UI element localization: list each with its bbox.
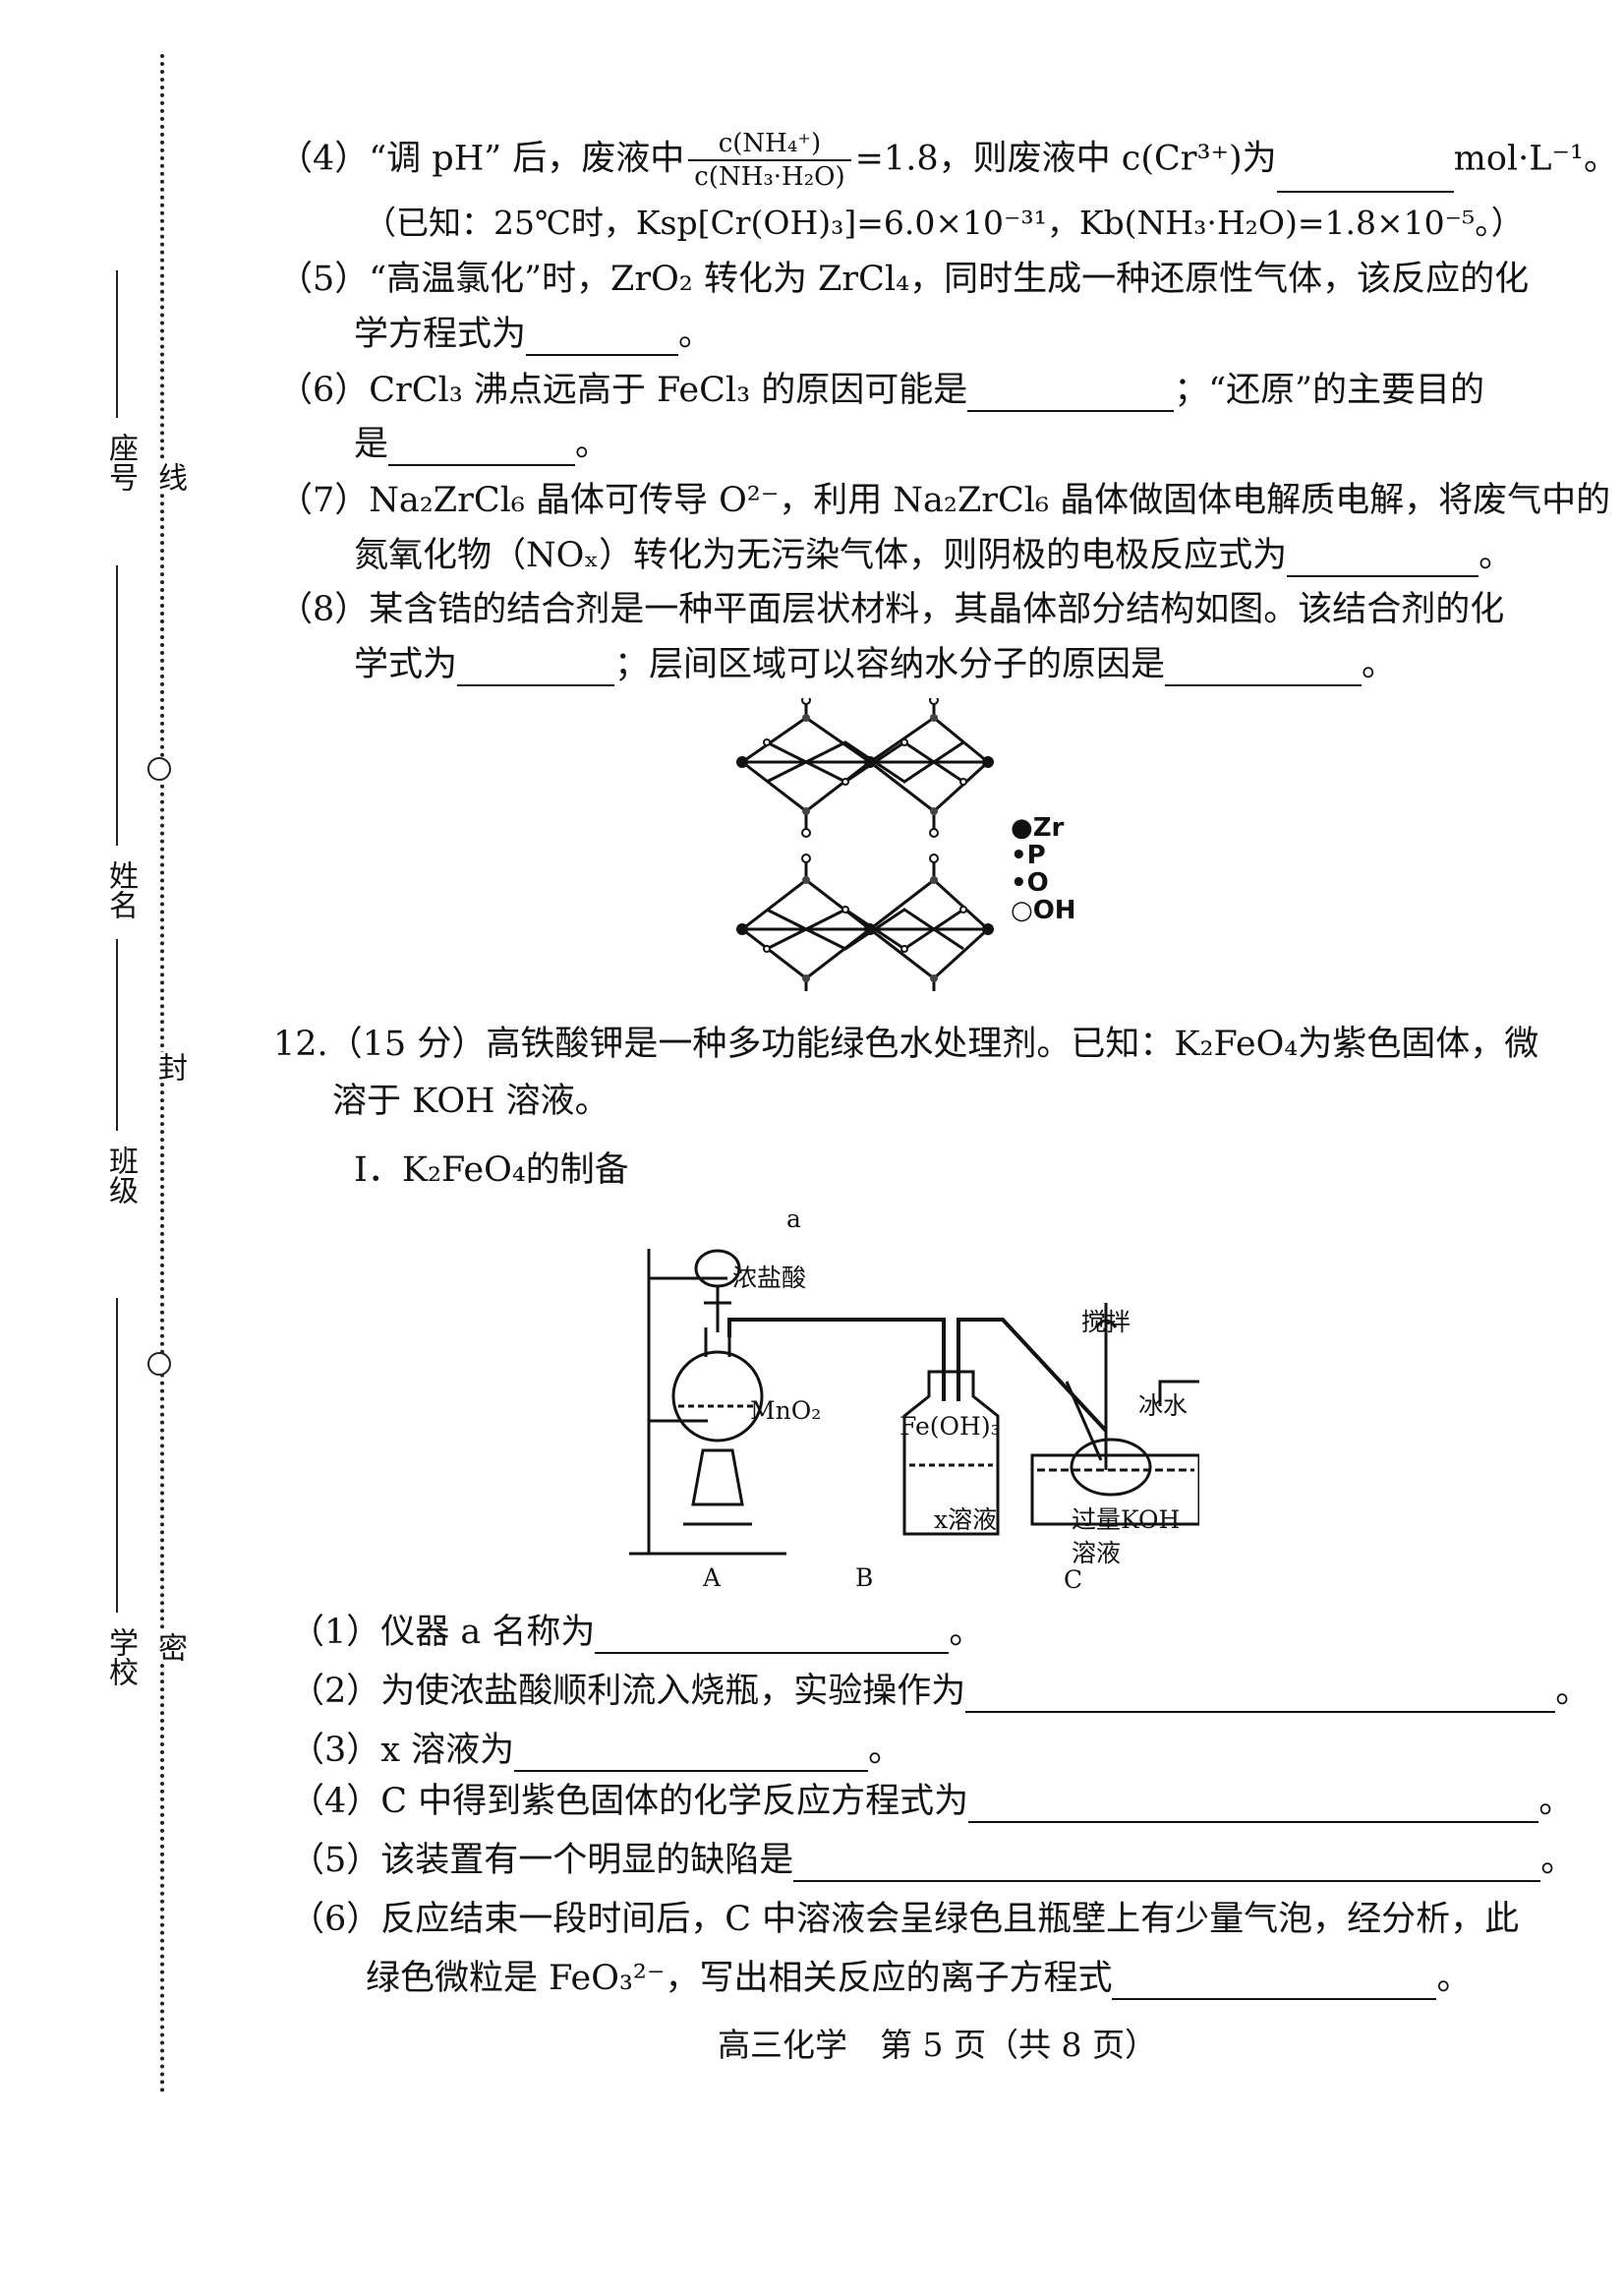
structure-legend: ●Zr •P •O ○OH xyxy=(1011,814,1076,924)
label-koh-1: 过量KOH xyxy=(1072,1505,1181,1534)
q11-part5-line1: （5）“高温氯化”时，ZrO₂ 转化为 ZrCl₄，同时生成一种还原性气体，该反… xyxy=(278,260,1530,299)
seat-label: 座号 xyxy=(103,433,138,492)
q11-part4-known: （已知：25℃时，Ksp[Cr(OH)₃]=6.0×10⁻³¹，Kb(NH₃·H… xyxy=(364,204,1524,242)
q11-part5-line2: 学方程式为。 xyxy=(354,315,714,356)
q11-part7-line2: 氮氧化物（NOₓ）转化为无污染气体，则阴极的电极反应式为。 xyxy=(354,536,1514,577)
label-stir: 搅拌 xyxy=(1081,1308,1131,1336)
q12-title-line1: 12.（15 分）高铁酸钾是一种多功能绿色水处理剂。已知：K₂FeO₄为紫色固体… xyxy=(273,1025,1539,1064)
q12-sub2: （2）为使浓盐酸顺利流入烧瓶，实验操作为。 xyxy=(290,1672,1591,1713)
answer-blank-q12-1[interactable] xyxy=(595,1617,950,1654)
label-apparatus-C: C xyxy=(1064,1565,1083,1594)
page-footer: 高三化学 第 5 页（共 8 页） xyxy=(718,2026,1157,2064)
seat-field[interactable] xyxy=(116,270,118,418)
class-label: 班级 xyxy=(103,1146,138,1205)
label-ice-water: 冰水 xyxy=(1138,1391,1189,1420)
answer-blank-q11-6a[interactable] xyxy=(967,375,1175,412)
seal-word-seal: 封 xyxy=(147,1052,191,1082)
school-field[interactable] xyxy=(116,1298,118,1613)
q11-part6-line1: （6）CrCl₃ 沸点远高于 FeCl₃ 的原因可能是；“还原”的主要目的 xyxy=(278,371,1485,412)
name-label: 姓名 xyxy=(103,860,138,919)
q11-part7-line1: （7）Na₂ZrCl₆ 晶体可传导 O²⁻，利用 Na₂ZrCl₆ 晶体做固体电… xyxy=(278,481,1611,520)
answer-blank-q12-4[interactable] xyxy=(968,1786,1539,1823)
class-field[interactable] xyxy=(116,939,118,1131)
q11-part6-line2: 是。 xyxy=(354,425,610,466)
k2feo4-apparatus-figure xyxy=(629,1249,1199,1556)
school-label: 学校 xyxy=(103,1627,138,1686)
label-apparatus-A: A xyxy=(703,1563,722,1592)
legend-p: •P xyxy=(1011,841,1046,870)
answer-blank-q12-3[interactable] xyxy=(514,1735,869,1772)
seal-word-line: 线 xyxy=(147,462,191,492)
q12-sub6-line2: 绿色微粒是 FeO₃²⁻，写出相关反应的离子方程式。 xyxy=(366,1959,1472,2000)
name-field[interactable] xyxy=(116,565,118,846)
q12-section-1-heading: Ⅰ．K₂FeO₄的制备 xyxy=(354,1150,629,1190)
q11-part8-line2: 学式为；层间区域可以容纳水分子的原因是。 xyxy=(354,645,1397,686)
answer-blank-q11-8a[interactable] xyxy=(457,649,615,686)
answer-blank-q11-4[interactable] xyxy=(1276,155,1454,193)
seal-circle-2 xyxy=(147,1352,171,1376)
answer-blank-q12-5[interactable] xyxy=(793,1845,1541,1882)
label-apparatus-B: B xyxy=(855,1563,874,1592)
answer-blank-q11-5[interactable] xyxy=(526,319,679,356)
q12-sub1: （1）仪器 a 名称为。 xyxy=(290,1613,984,1654)
concentration-fraction: c(NH₄⁺)c(NH₃·H₂O) xyxy=(688,128,851,193)
label-a: a xyxy=(786,1205,801,1233)
answer-blank-q11-6b[interactable] xyxy=(388,429,576,466)
label-koh-2: 溶液 xyxy=(1072,1539,1122,1567)
legend-oh: ○OH xyxy=(1011,896,1076,925)
q11-part8-line1: （8）某含锆的结合剂是一种平面层状材料，其晶体部分结构如图。该结合剂的化 xyxy=(278,590,1505,629)
answer-blank-q12-6[interactable] xyxy=(1112,1963,1437,2000)
legend-zr: ●Zr xyxy=(1011,813,1065,843)
q12-sub5: （5）该装置有一个明显的缺陷是。 xyxy=(290,1841,1576,1882)
seal-circle-1 xyxy=(147,757,171,781)
q12-sub6-line1: （6）反应结束一段时间后，C 中溶液会呈绿色且瓶壁上有少量气泡，经分析，此 xyxy=(290,1900,1520,1939)
answer-blank-q12-2[interactable] xyxy=(965,1676,1556,1713)
label-mno2: MnO₂ xyxy=(750,1396,822,1425)
label-feoh3: Fe(OH)₃ xyxy=(899,1412,1001,1441)
q12-sub4: （4）C 中得到紫色固体的化学反应方程式为。 xyxy=(290,1782,1574,1823)
q12-title-line2: 溶于 KOH 溶液。 xyxy=(332,1082,609,1121)
label-conc-hcl: 浓盐酸 xyxy=(732,1264,807,1292)
layered-crystal-structure-figure xyxy=(736,698,994,991)
seal-word-secret: 密 xyxy=(147,1632,191,1662)
label-x-solution: x溶液 xyxy=(934,1505,998,1534)
q12-sub3: （3）x 溶液为。 xyxy=(290,1731,903,1772)
legend-o: •O xyxy=(1011,868,1049,898)
answer-blank-q11-7[interactable] xyxy=(1287,540,1479,577)
answer-blank-q11-8b[interactable] xyxy=(1165,649,1363,686)
